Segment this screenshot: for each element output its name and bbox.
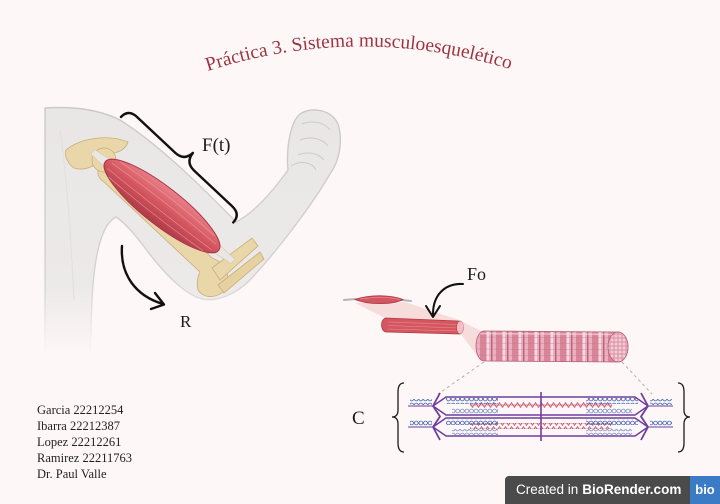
label-ft: F(t) xyxy=(202,135,231,156)
thin-filament xyxy=(650,420,672,426)
label-r: R xyxy=(180,312,192,331)
thin-filament xyxy=(586,419,638,425)
z-disc-right xyxy=(640,392,649,441)
curved-arrow-icon xyxy=(120,244,166,311)
torso-contour xyxy=(59,129,75,301)
thin-filament xyxy=(452,408,498,414)
zoom-cone-fascicle xyxy=(461,321,481,361)
fist-finger-lines xyxy=(290,121,331,171)
biceps-muscle xyxy=(90,149,236,265)
ulna-bone xyxy=(217,251,265,294)
myofibril-cylinder xyxy=(475,330,629,363)
badge-brand: BioRender.com xyxy=(582,482,682,497)
zoom-guide-lines xyxy=(437,361,653,395)
thin-filament xyxy=(452,429,498,435)
author-item: Ramirez 22211763 xyxy=(37,451,133,465)
left-brace-icon xyxy=(391,382,405,453)
z-disc-left xyxy=(432,392,441,441)
muscle-hierarchy xyxy=(343,295,653,395)
author-list: Garcia 22212254 Ibarra 22212387 Lopez 22… xyxy=(37,402,132,482)
author-item: Ibarra 22212387 xyxy=(37,419,120,433)
whole-muscle xyxy=(343,295,412,305)
badge-prefix: Created in xyxy=(516,482,579,497)
zoom-cone-muscle xyxy=(355,302,462,321)
thin-filament xyxy=(586,408,632,414)
sarcomere-diagram xyxy=(408,392,673,441)
page-title: Práctica 3. Sistema musculoesquelético xyxy=(203,30,515,75)
biceps-striations xyxy=(107,161,217,252)
thin-filament xyxy=(410,420,432,426)
neighbor-filaments xyxy=(408,405,673,428)
arm-illustration xyxy=(44,106,342,357)
author-item: Lopez 22212261 xyxy=(37,435,122,449)
biceps-belly xyxy=(103,158,221,254)
curly-brace-icon xyxy=(119,111,238,224)
author-item: Garcia 22212254 xyxy=(37,403,124,417)
label-fo: Fo xyxy=(467,264,486,284)
right-brace-icon xyxy=(677,382,691,453)
muscle-fascicle xyxy=(381,317,464,335)
author-item: Dr. Paul Valle xyxy=(37,467,107,481)
thin-filament xyxy=(446,419,498,425)
thin-filament xyxy=(410,399,432,405)
thin-filament xyxy=(586,398,638,404)
biorender-logo-icon[interactable]: bio xyxy=(690,476,720,504)
label-c: C xyxy=(352,408,365,429)
curved-arrow-down-icon xyxy=(425,282,464,318)
myofibril-cross-section xyxy=(607,331,629,363)
thin-filament xyxy=(650,399,672,405)
thin-filament xyxy=(586,429,632,435)
thin-filament xyxy=(446,398,498,404)
